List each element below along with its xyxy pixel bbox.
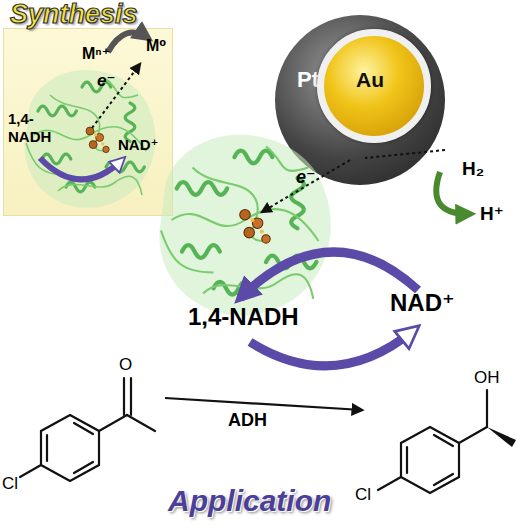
proton-label: H⁺ <box>480 202 504 225</box>
enzyme-label: ADH <box>228 410 267 431</box>
node-label: Pt <box>297 67 319 93</box>
cycle-arrow <box>250 330 414 366</box>
node-label: Au <box>356 68 384 92</box>
reaction-arrow <box>165 398 362 410</box>
nanoparticle-core: Au <box>317 29 431 143</box>
electron-path <box>92 64 140 128</box>
cofactor-label: 1,4-NADH <box>8 110 56 146</box>
protein-illustration <box>159 135 330 316</box>
product-molecule <box>378 390 487 493</box>
electron-path <box>365 150 445 158</box>
reactant-molecule <box>20 378 155 481</box>
wedge-bond <box>487 427 516 447</box>
oxidation-arrow <box>40 158 122 180</box>
cofactor-label: 1,4-NADH <box>188 303 299 331</box>
atom-label: OH <box>474 368 500 388</box>
reduction-arrow <box>108 32 148 52</box>
atom-label: Cl <box>2 474 18 494</box>
electron-path <box>262 160 350 212</box>
cofactor-label: NAD⁺ <box>118 136 158 154</box>
electron-label: e⁻ <box>97 70 115 91</box>
electron-label: e⁻ <box>296 166 316 188</box>
atom-label: O <box>119 355 132 375</box>
section-heading: Application <box>168 484 331 518</box>
section-heading: Synthesis <box>10 0 138 30</box>
metal-label: M⁰ <box>146 36 166 55</box>
atom-label: Cl <box>355 485 371 505</box>
hydrogen-label: H₂ <box>462 158 484 180</box>
cofactor-label: NAD⁺ <box>390 289 455 317</box>
metal-ion-label: Mⁿ⁺ <box>82 44 110 63</box>
nanoparticle-shell: Pt Au <box>275 15 445 185</box>
